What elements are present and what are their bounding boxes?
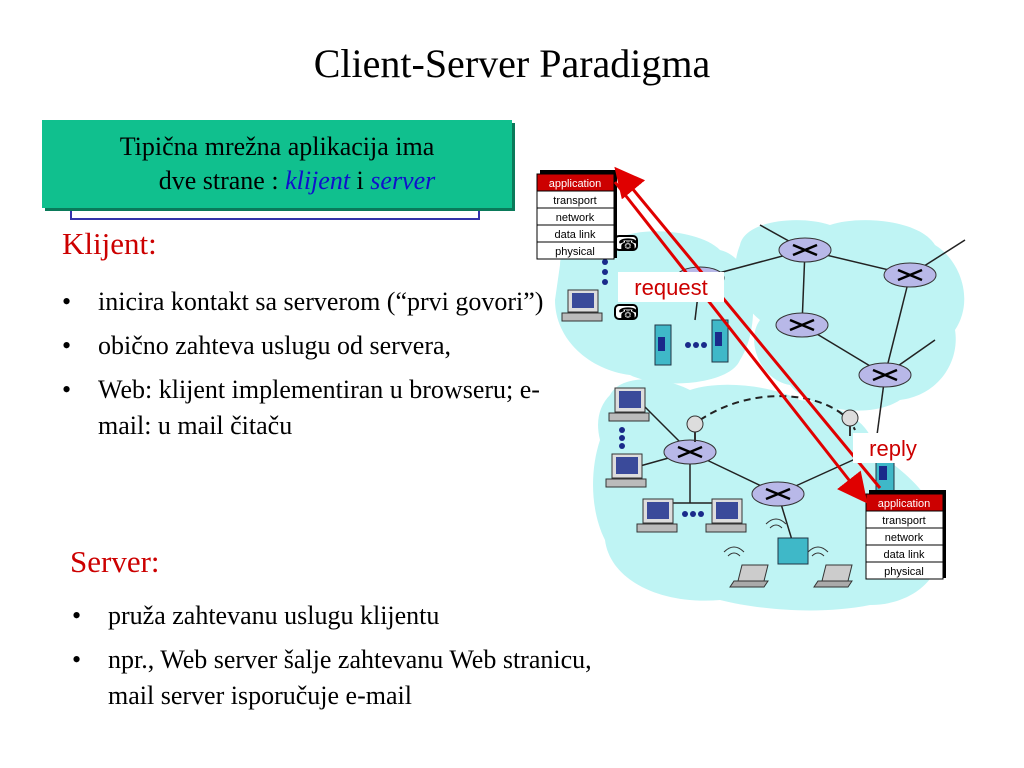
bullet-dot: • [62,287,72,316]
slide-title: Client-Server Paradigma [313,41,711,86]
ellipsis-dots [602,259,608,285]
wireless-signal-icon [765,518,787,529]
desktop-computer-icon [705,498,747,533]
svg-text:☎: ☎ [618,235,638,254]
client-bullet-list: • inicira kontakt sa serverom (“prvi govo… [62,284,567,452]
reply-arrow [614,166,882,489]
client-stack-layer: transport [553,195,596,207]
router-icon [775,312,829,338]
callout-server: server [370,166,436,195]
callout-prefix: dve strane : [158,166,286,195]
client-bullet-1-text: inicira kontakt sa serverom (“prvi govor… [98,287,544,316]
server-stack-layer: application [878,498,931,510]
router-icon [751,481,805,507]
phone-icon: ☎ [614,235,638,254]
request-arrow [613,181,868,504]
server-tower-icon [711,319,729,363]
request-label-bg [618,272,724,302]
router-icon [858,362,912,388]
server-heading: Server: [70,544,160,579]
client-stack-layer: network [556,212,595,224]
network-cloud-core [735,220,965,411]
base-station-icon [777,537,809,565]
client-stack-layer: application [549,178,602,190]
ellipsis-dots [685,342,707,348]
client-bullet-1: • inicira kontakt sa serverom (“prvi govo… [62,284,567,320]
client-bullet-2-text: obično zahteva uslugu od servera, [98,331,452,360]
server-stack-layer: network [885,532,924,544]
client-bullet-2: • obično zahteva uslugu od servera, [62,328,567,364]
server-bullet-1: • pruža zahtevanu uslugu klijentu [72,598,642,634]
server-protocol-stack: application transport network data link … [865,490,946,580]
bullet-dot: • [62,331,72,360]
client-bullet-3: • Web: klijent implementiran u browseru; … [62,372,567,444]
svg-text:☎: ☎ [618,304,638,323]
client-stack-layer: physical [555,246,595,258]
callout-box: Tipična mrežna aplikacija ima dve strane… [42,120,512,208]
client-heading: Klijent: [62,226,157,261]
bullet-dot: • [62,375,72,404]
desktop-computer-icon [561,289,603,322]
server-stack-layer: data link [884,549,925,561]
callout-line-1: Tipična mrežna aplikacija ima [119,132,435,161]
request-label: request [634,275,707,300]
server-stack-layer: physical [884,566,924,578]
desktop-computer-icon [605,453,647,488]
server-tower-icon [654,324,672,366]
reply-label-bg [853,433,933,463]
antenna-icon [686,415,704,442]
laptop-icon [807,546,853,588]
reply-label: reply [869,436,917,461]
callout-conj: i [356,166,364,195]
antenna-icon [841,409,859,436]
router-icon [778,237,832,263]
server-bullet-list: • pruža zahtevanu uslugu klijentu • npr., … [72,598,642,722]
desktop-computer-icon [608,387,650,422]
server-bullet-2: • npr., Web server šalje zahtevanu Web st… [72,642,642,714]
ellipsis-dots [619,427,704,517]
callout-klijent: klijent [285,166,351,195]
phone-icon: ☎ [614,304,638,323]
laptop-icon [723,546,769,588]
server-bullet-1-text: pruža zahtevanu uslugu klijentu [108,601,440,630]
client-stack-layer: data link [555,229,596,241]
server-stack-layer: transport [882,515,925,527]
router-icon [883,262,937,288]
client-protocol-stack: application transport network data link … [536,170,617,260]
callout-line-2: dve strane : klijent i server [62,164,532,198]
bullet-dot: • [72,601,82,630]
bullet-dot: • [72,645,82,674]
router-icon [663,439,717,465]
client-bullet-3-text: Web: klijent implementiran u browseru; e… [98,375,540,440]
desktop-computer-icon [636,498,678,533]
server-bullet-2-text: npr., Web server šalje zahtevanu Web str… [108,645,592,710]
